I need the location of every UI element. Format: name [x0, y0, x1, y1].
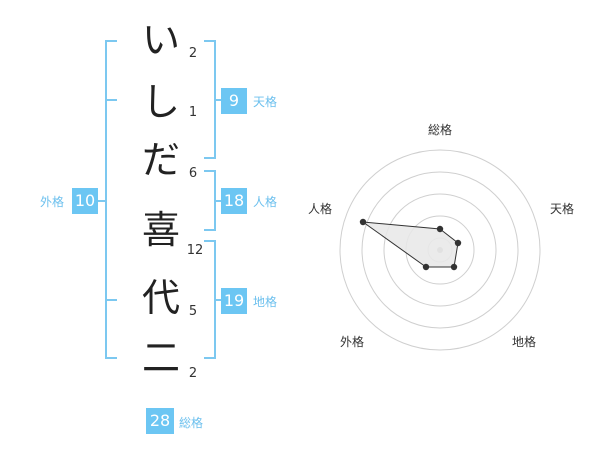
- jinkaku-badge: 18: [221, 188, 247, 214]
- radar-chart: 総格 天格 地格 外格 人格: [308, 122, 574, 351]
- radar-ring: [383, 193, 497, 307]
- gaikaku-connector: [96, 200, 106, 202]
- stroke-count-6: 2: [188, 366, 198, 381]
- gaikaku-label: 外格: [40, 195, 65, 209]
- radar-axis-label-soukaku: 総格: [428, 122, 452, 137]
- name-char-5: 代: [141, 276, 180, 320]
- radar-point-tenkaku: [454, 239, 462, 247]
- jinkaku-label: 人格: [253, 195, 278, 209]
- radar-ring: [361, 171, 519, 329]
- gaikaku-bracket: [105, 40, 117, 359]
- gaikaku-bracket-tick: [105, 299, 117, 301]
- tenkaku-connector: [215, 99, 221, 101]
- jinkaku-connector: [215, 200, 221, 202]
- stroke-count-5: 5: [188, 304, 198, 319]
- radar-ring: [339, 149, 541, 351]
- stroke-count-1: 2: [188, 46, 198, 61]
- radar-point-soukaku: [436, 225, 444, 233]
- chikaku-label: 地格: [253, 295, 278, 309]
- chikaku-connector: [215, 299, 221, 301]
- stroke-count-4: 12: [186, 243, 204, 258]
- stroke-count-2: 1: [188, 105, 198, 120]
- name-char-2: し: [141, 80, 180, 124]
- radar-point-jinkaku: [359, 218, 367, 226]
- radar-axis-label-gaikaku: 外格: [340, 334, 364, 349]
- tenkaku-label: 天格: [253, 95, 278, 109]
- soukaku-label: 総格: [179, 416, 204, 430]
- radar-axis-label-jinkaku: 人格: [308, 201, 332, 216]
- gaikaku-badge: 10: [72, 188, 98, 214]
- radar-axis-label-tenkaku: 天格: [550, 201, 574, 216]
- soukaku-badge: 28: [146, 408, 174, 434]
- name-char-3: だ: [141, 138, 180, 182]
- radar-point-chikaku: [450, 263, 458, 271]
- radar-point-gaikaku: [422, 263, 430, 271]
- chikaku-badge: 19: [221, 288, 247, 314]
- radar-axis-label-chikaku: 地格: [512, 334, 536, 349]
- name-char-6: 二: [141, 336, 180, 380]
- name-char-1: い: [141, 18, 180, 62]
- name-char-4: 喜: [141, 208, 180, 252]
- gaikaku-bracket-tick: [105, 99, 117, 101]
- radar-area: [361, 221, 459, 268]
- stroke-count-3: 6: [188, 166, 198, 181]
- tenkaku-badge: 9: [221, 88, 247, 114]
